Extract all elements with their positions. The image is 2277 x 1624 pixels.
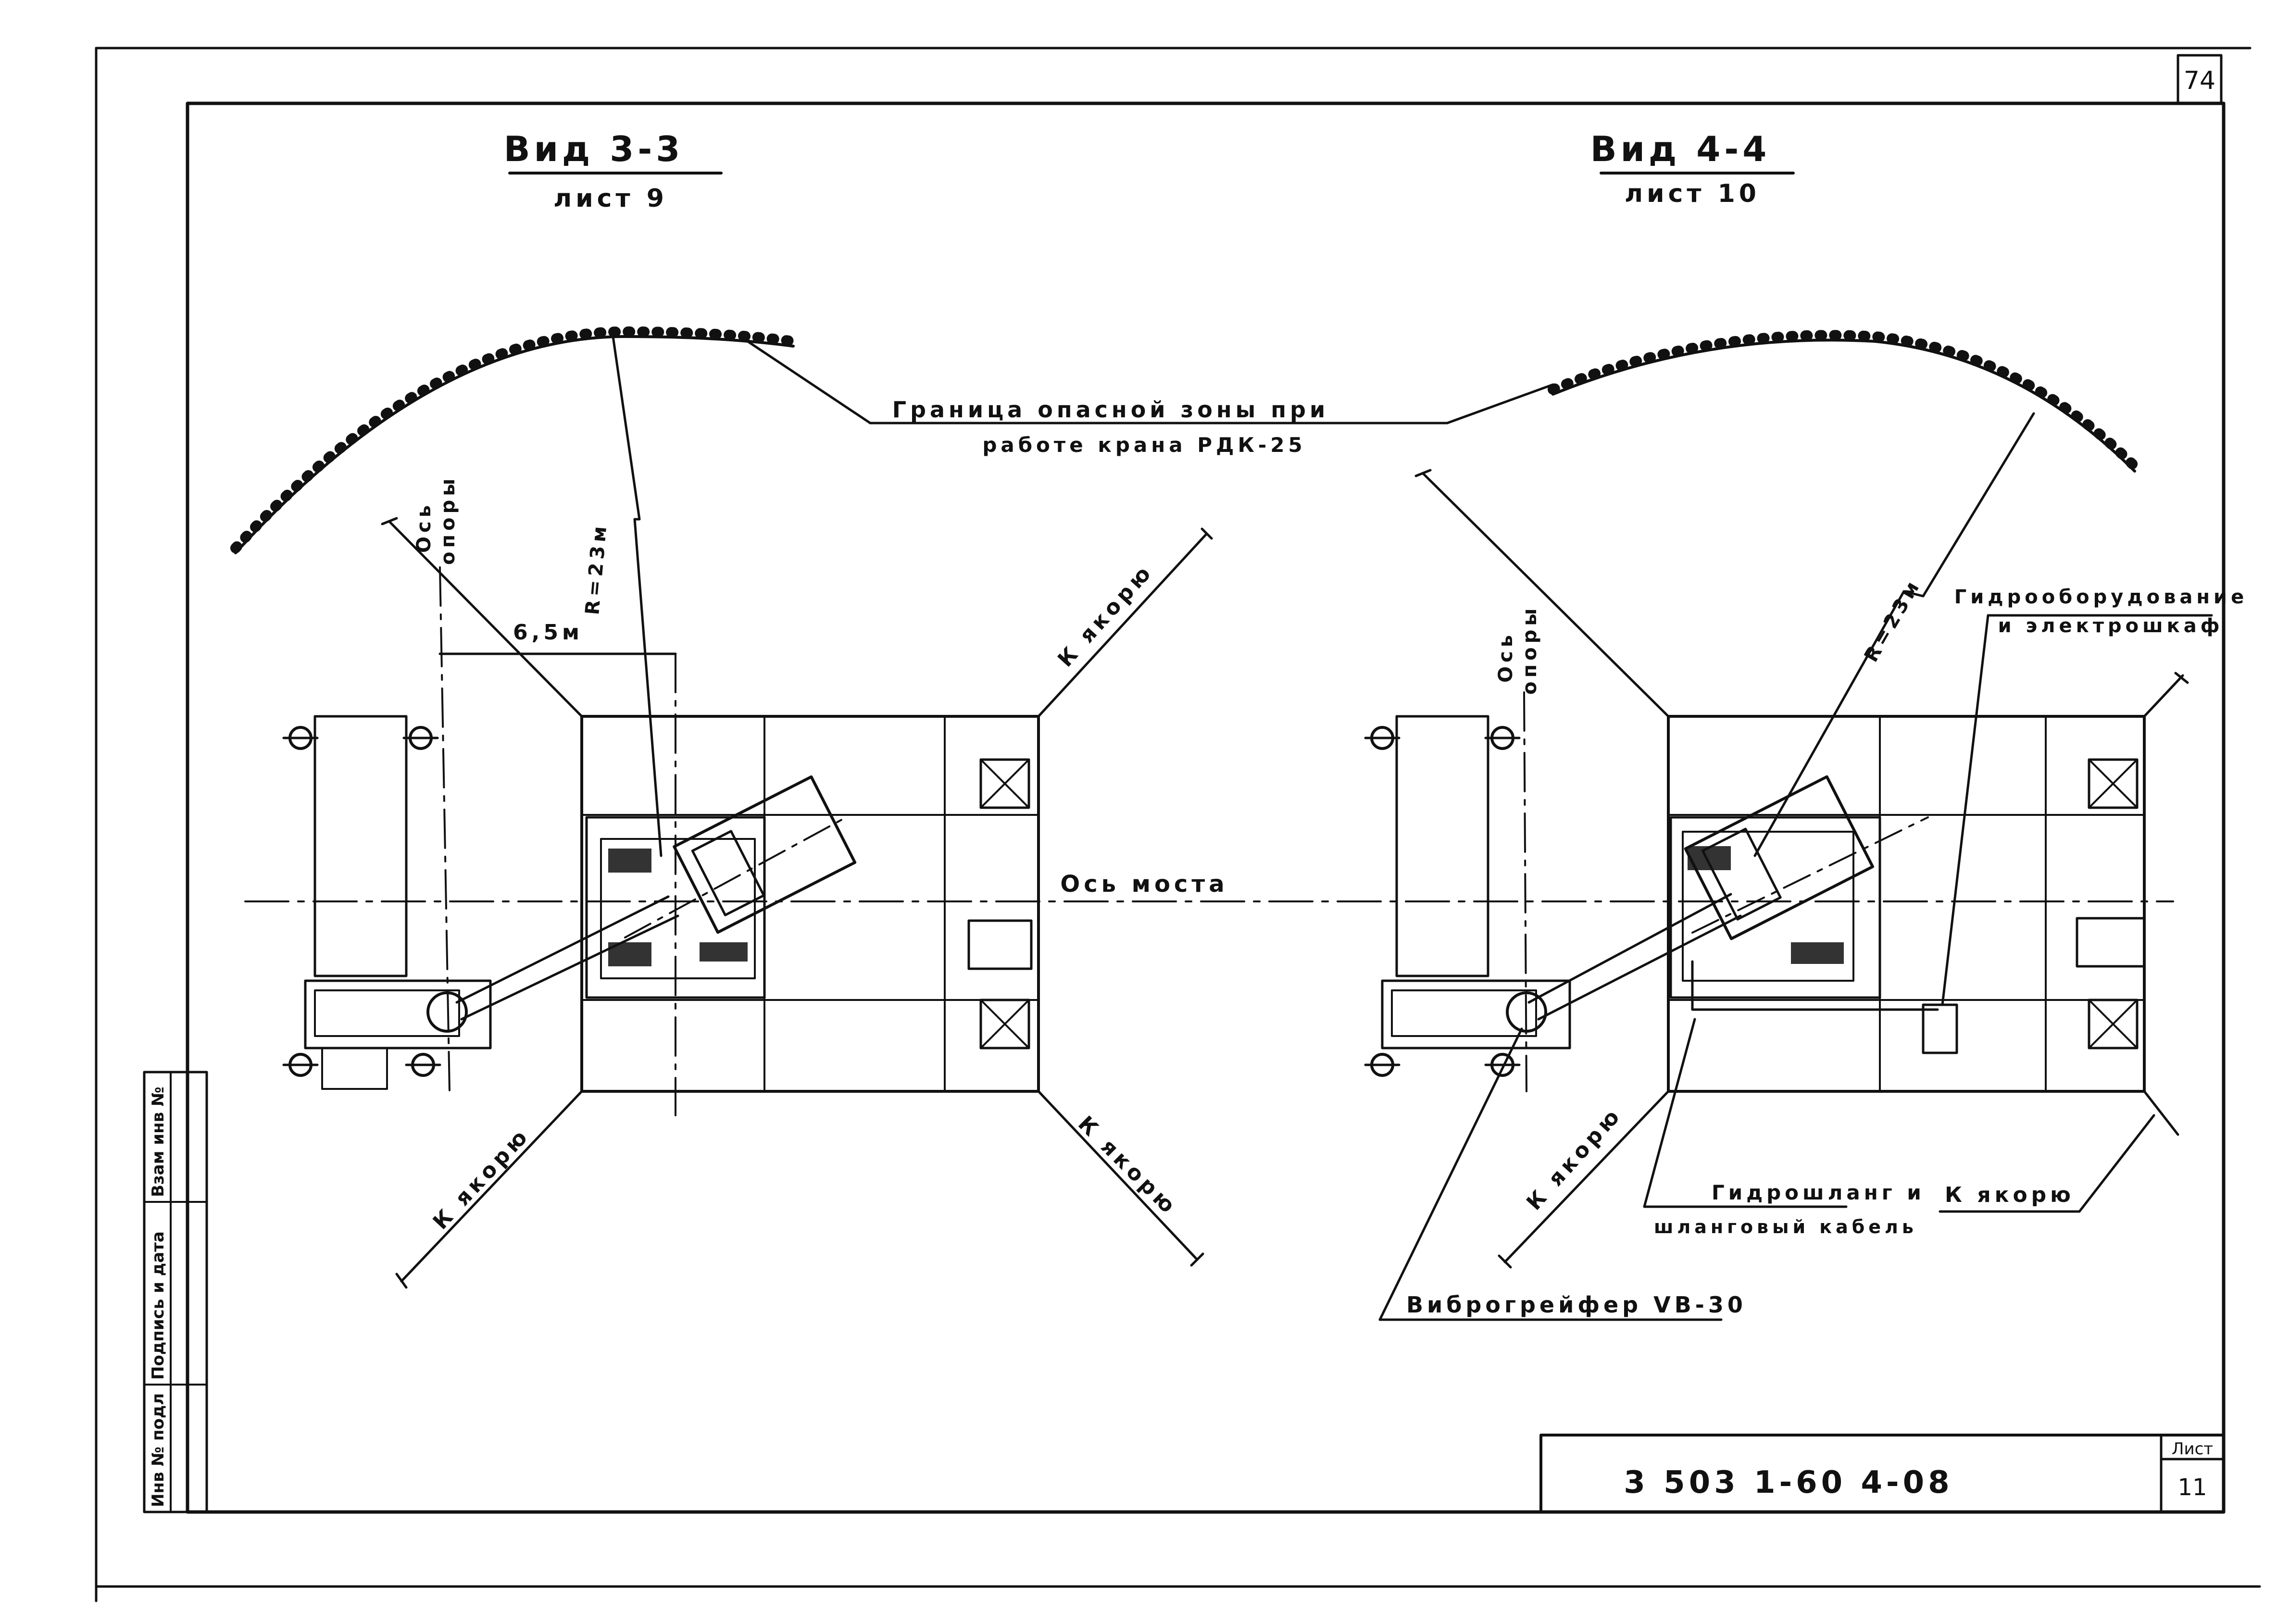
bridge-axis-label: Ось моста bbox=[1060, 871, 1228, 898]
side-stamp-signature: Подпись и дата bbox=[149, 1231, 168, 1380]
support-axis-left-2: опоры bbox=[437, 475, 459, 565]
drawing-frame bbox=[186, 101, 2226, 1514]
hose-label-2: шланговый кабель bbox=[1654, 1216, 1917, 1237]
danger-zone-boundary: Граница опасной зоны при работе крана РД… bbox=[230, 326, 2140, 554]
radius-left: R=23м bbox=[581, 522, 612, 616]
dim-offset: 6,5м bbox=[513, 620, 583, 645]
hydro-label-2: и электрошкаф bbox=[1998, 615, 2224, 637]
danger-zone-label-2: работе крана РДК-25 bbox=[982, 433, 1306, 457]
drawing-code: 3 503 1-60 4-08 bbox=[1624, 1465, 1953, 1500]
anchor-top-left: К якорю bbox=[1053, 559, 1158, 672]
view-title-left: Вид 3-3 лист 9 bbox=[504, 129, 723, 213]
corner-number-box: 74 bbox=[2177, 54, 2223, 105]
bridge-axis: Ось моста bbox=[244, 871, 2174, 902]
view-right-subtitle: лист 10 bbox=[1625, 179, 1760, 208]
hose-label-1: Гидрошланг и bbox=[1712, 1181, 1925, 1204]
danger-zone-label-1: Граница опасной зоны при bbox=[892, 397, 1329, 423]
hydro-label-1: Гидрооборудование bbox=[1954, 586, 2248, 608]
sheet-label: Лист bbox=[2172, 1439, 2213, 1459]
view-right-plan: Ось опоры R=23м К якорю К якорю Гидрообо… bbox=[1364, 412, 2248, 1321]
support-axis-right-2: опоры bbox=[1519, 605, 1541, 695]
side-stamp-inv: Инв № подл bbox=[149, 1393, 168, 1507]
view-left-title: Вид 3-3 bbox=[504, 129, 684, 169]
anchor-bottom-right-diag: К якорю bbox=[1522, 1102, 1627, 1215]
side-stamp-replace: Взам инв № bbox=[149, 1087, 168, 1197]
view-title-right: Вид 4-4 лист 10 bbox=[1590, 129, 1795, 208]
view-right-title: Вид 4-4 bbox=[1590, 129, 1771, 169]
support-axis-left-1: Ось bbox=[413, 501, 435, 553]
view-left-plan: Ось опоры 6,5м R=23м К якорю К якорю К я… bbox=[282, 335, 1213, 1289]
sheet-number: 11 bbox=[2177, 1474, 2207, 1501]
vibro-label: Виброгрейфер VB-30 bbox=[1406, 1292, 1747, 1318]
view-left-subtitle: лист 9 bbox=[553, 184, 668, 213]
anchor-right-box: К якорю bbox=[1945, 1183, 2075, 1207]
anchor-bottom-left: К якорю bbox=[428, 1123, 535, 1234]
support-axis-right-1: Ось bbox=[1495, 631, 1517, 683]
anchor-bottom-left-diag: К якорю bbox=[1073, 1112, 1182, 1221]
radius-right: R=23м bbox=[1860, 575, 1926, 666]
title-block: 3 503 1-60 4-08 Лист 11 bbox=[1539, 1434, 2225, 1513]
corner-number: 74 bbox=[2184, 66, 2215, 95]
side-stamp: Инв № подл Подпись и дата Взам инв № bbox=[143, 1071, 208, 1513]
